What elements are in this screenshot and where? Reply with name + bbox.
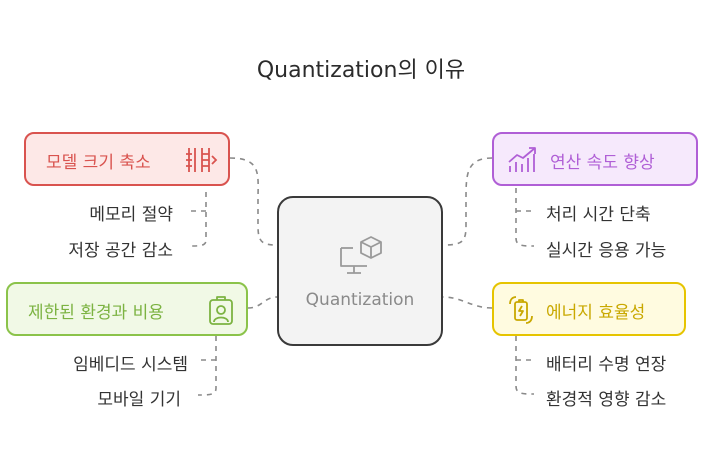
branch-model-size: 모델 크기 축소 xyxy=(24,132,230,186)
central-topic-label: Quantization xyxy=(305,290,415,310)
model-size-item-1: 메모리 절약 xyxy=(89,205,173,225)
model-size-item-2: 저장 공간 감소 xyxy=(68,241,173,261)
branch-constrained-env: 제한된 환경과 비용 xyxy=(6,282,248,336)
diagram-title: Quantization의 이유 xyxy=(256,58,466,83)
computer-cube-icon xyxy=(337,234,385,282)
badge-icon xyxy=(206,294,236,331)
energy-item-1: 배터리 수명 연장 xyxy=(546,355,667,375)
branch-model-size-label: 모델 크기 축소 xyxy=(46,153,151,173)
compute-speed-item-2: 실시간 응용 가능 xyxy=(546,241,667,261)
branch-constrained-env-label: 제한된 환경과 비용 xyxy=(28,303,164,323)
compute-speed-item-1: 처리 시간 단축 xyxy=(546,205,651,225)
branch-compute-speed-label: 연산 속도 향상 xyxy=(550,153,655,173)
trend-chart-icon xyxy=(506,144,540,181)
compress-bars-icon xyxy=(184,144,218,181)
energy-item-2: 환경적 영향 감소 xyxy=(546,390,667,410)
battery-cycle-icon xyxy=(506,294,536,331)
branch-energy: 에너지 효율성 xyxy=(492,282,686,336)
constrained-env-item-2: 모바일 기기 xyxy=(97,390,181,410)
constrained-env-item-1: 임베디드 시스템 xyxy=(73,355,188,375)
central-topic-box: Quantization xyxy=(277,196,443,346)
branch-compute-speed: 연산 속도 향상 xyxy=(492,132,698,186)
branch-energy-label: 에너지 효율성 xyxy=(546,303,646,323)
